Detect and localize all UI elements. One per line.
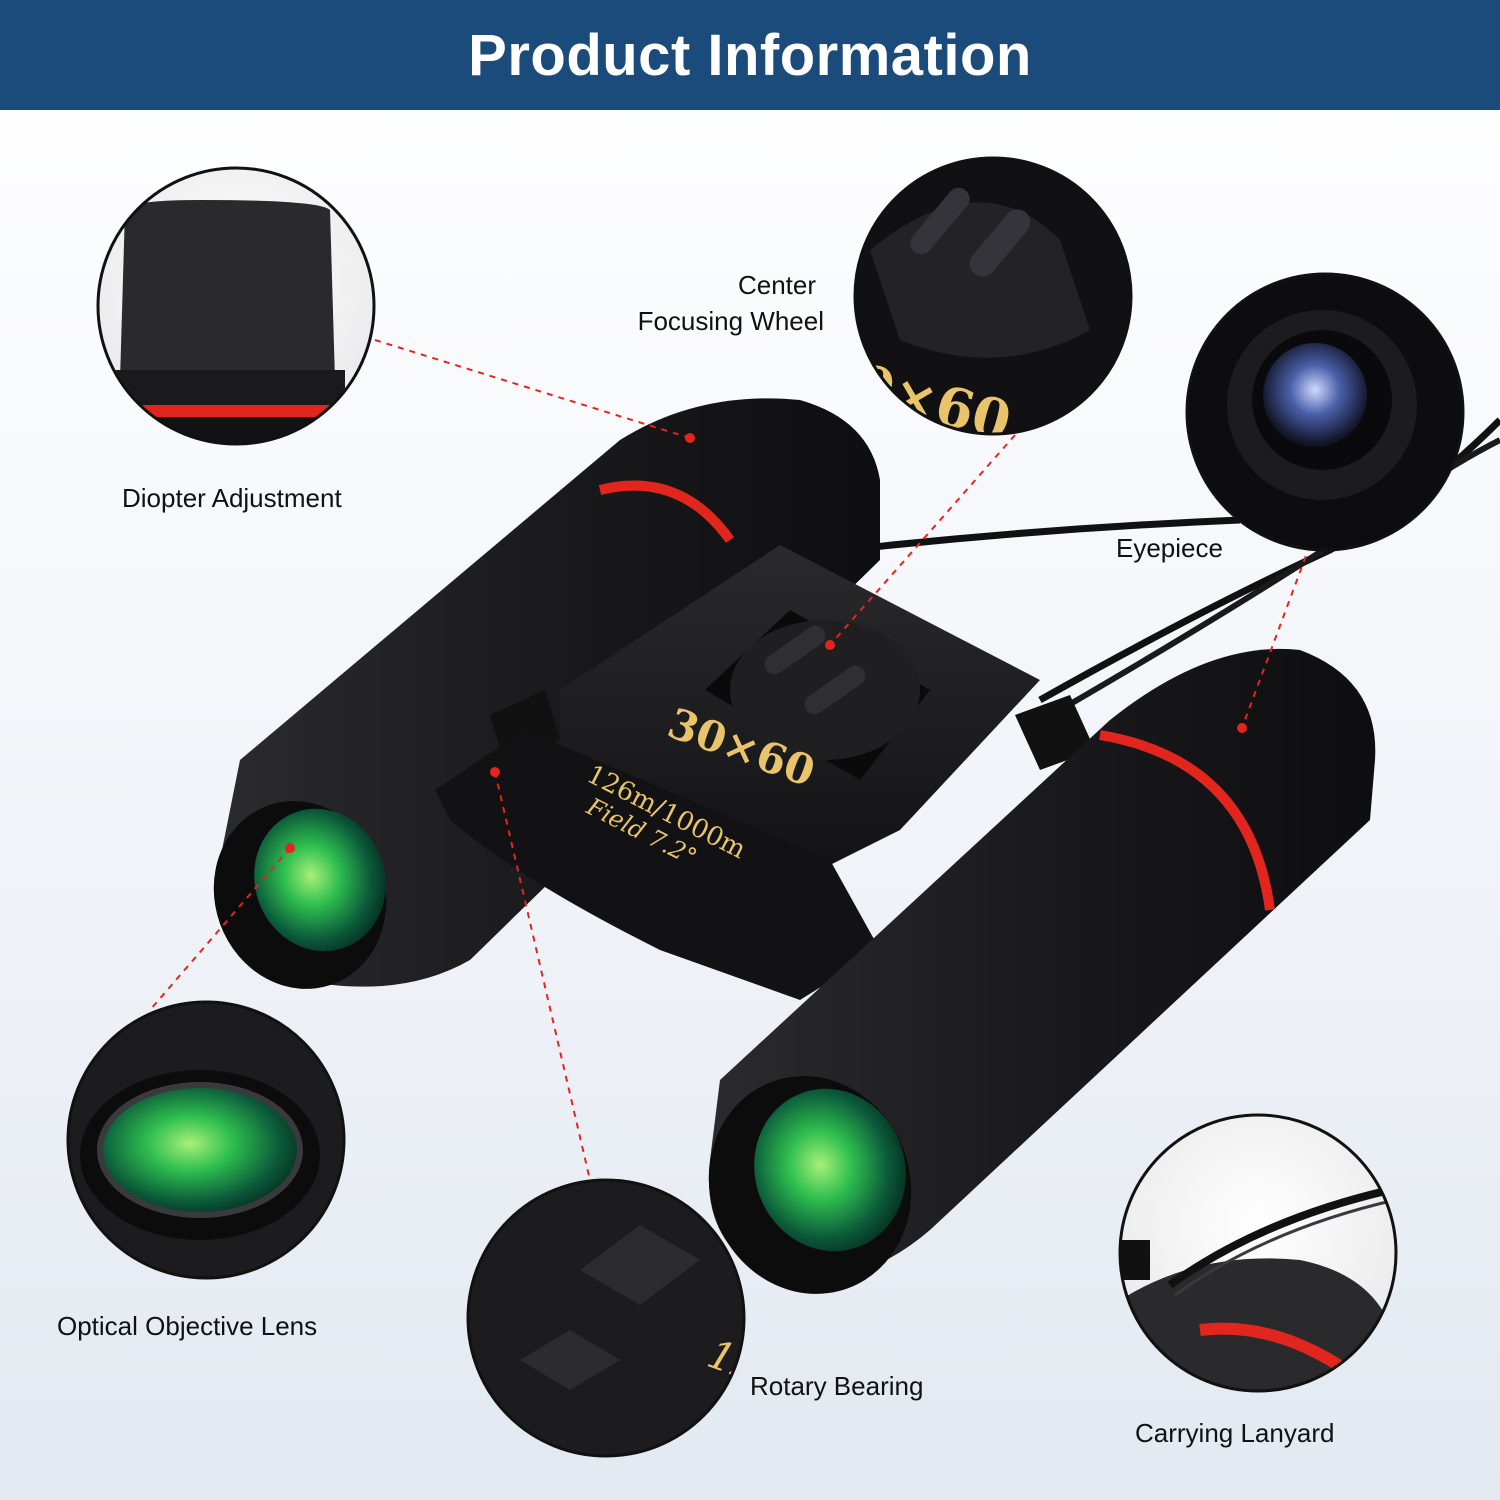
detail-eyepiece	[1185, 272, 1465, 552]
page-title: Product Information	[468, 22, 1032, 88]
detail-rotary-bearing: 12	[466, 1178, 746, 1458]
binoculars: 30×60 126m/1000m Field 7.2°	[213, 398, 1500, 1294]
detail-diopter	[96, 166, 376, 446]
detail-objective-lens	[66, 1000, 346, 1280]
header-banner: Product Information	[0, 0, 1500, 110]
callout-dots	[285, 433, 1247, 853]
focus-wheel	[705, 610, 930, 780]
callout-lines	[149, 339, 1311, 1181]
detail-carrying-lanyard	[1118, 1113, 1398, 1393]
right-barrel	[708, 648, 1376, 1294]
label-rotary-bearing: Rotary Bearing	[750, 1371, 924, 1401]
label-diopter-adjustment: Diopter Adjustment	[122, 483, 342, 513]
label-eyepiece: Eyepiece	[1116, 533, 1223, 563]
center-bridge: 30×60 126m/1000m Field 7.2°	[435, 545, 1095, 1000]
hinge-plate	[435, 730, 880, 1000]
detail-focus-wheel: 0×60	[853, 156, 1133, 436]
label-carrying-lanyard: Carrying Lanyard	[1135, 1418, 1335, 1448]
label-focus-line1: Center	[737, 270, 816, 300]
label-center-focusing-wheel: Center Focusing Wheel	[600, 267, 824, 340]
label-focus-line2: Focusing Wheel	[637, 306, 824, 337]
label-optical-objective-lens: Optical Objective Lens	[57, 1311, 318, 1341]
